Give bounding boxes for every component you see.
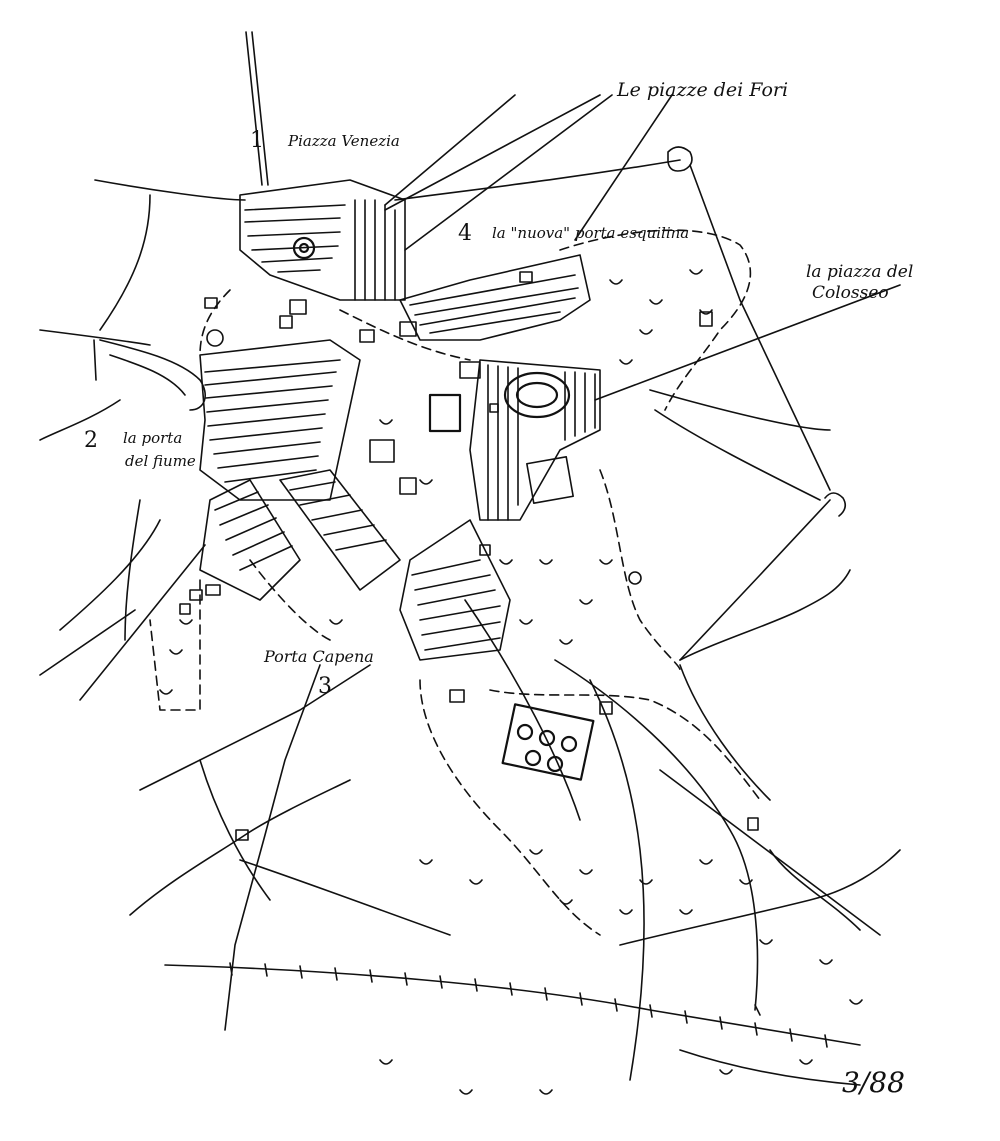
- trajan-markets-rotunda: [292, 236, 316, 260]
- label-leader-lines: [384, 94, 901, 401]
- label-porta-fiume-line2: del fiume: [125, 452, 196, 470]
- label-piazza-venezia-text: Piazza Venezia: [287, 132, 400, 150]
- label-porta-capena: Porta Capena 3: [263, 647, 374, 699]
- label-porta-fiume-number: 2: [84, 428, 98, 453]
- label-piazza-colosseo-line2: Colosseo: [812, 283, 889, 303]
- label-porta-capena-text: Porta Capena: [263, 647, 374, 666]
- sheet-number: 3/88: [842, 1066, 905, 1099]
- label-porta-esquilina-text: la "nuova" porta esquilina: [492, 224, 689, 242]
- tiber-river: [93, 339, 206, 411]
- label-piazza-venezia-number: 1: [250, 128, 264, 153]
- hatched-fabric-west: [199, 339, 361, 501]
- label-piazza-venezia: 1 Piazza Venezia: [250, 128, 400, 153]
- park-scallops: [159, 269, 863, 1095]
- label-porta-esquilina: 4 la "nuova" porta esquilina: [458, 221, 689, 246]
- label-piazza-colosseo-line1: la piazza del: [806, 262, 913, 282]
- road-lines: [39, 31, 881, 1081]
- label-porta-esquilina-number: 4: [458, 221, 472, 246]
- label-porta-fiume-line1: la porta: [123, 429, 182, 447]
- aurelian-walls: [129, 569, 901, 1086]
- label-piazze-fori: Le piazze dei Fori: [616, 79, 788, 101]
- hatched-fabric-north: [239, 179, 406, 301]
- colosseum: [503, 371, 571, 419]
- hatched-fabric-esquilino: [399, 254, 591, 341]
- hatched-fabric-south-roads: [199, 469, 511, 661]
- label-porta-capena-number: 3: [318, 674, 332, 699]
- park-areas: [149, 229, 761, 936]
- railway-ticks: [229, 962, 828, 1048]
- label-porta-fiume: 2 la porta del fiume: [84, 428, 196, 470]
- circus-maximus: [428, 393, 595, 781]
- small-buildings: [179, 146, 847, 841]
- railway-line: [164, 962, 861, 1048]
- label-piazza-colosseo: la piazza del Colosseo: [806, 262, 913, 303]
- label-piazze-fori-text: Le piazze dei Fori: [616, 79, 788, 101]
